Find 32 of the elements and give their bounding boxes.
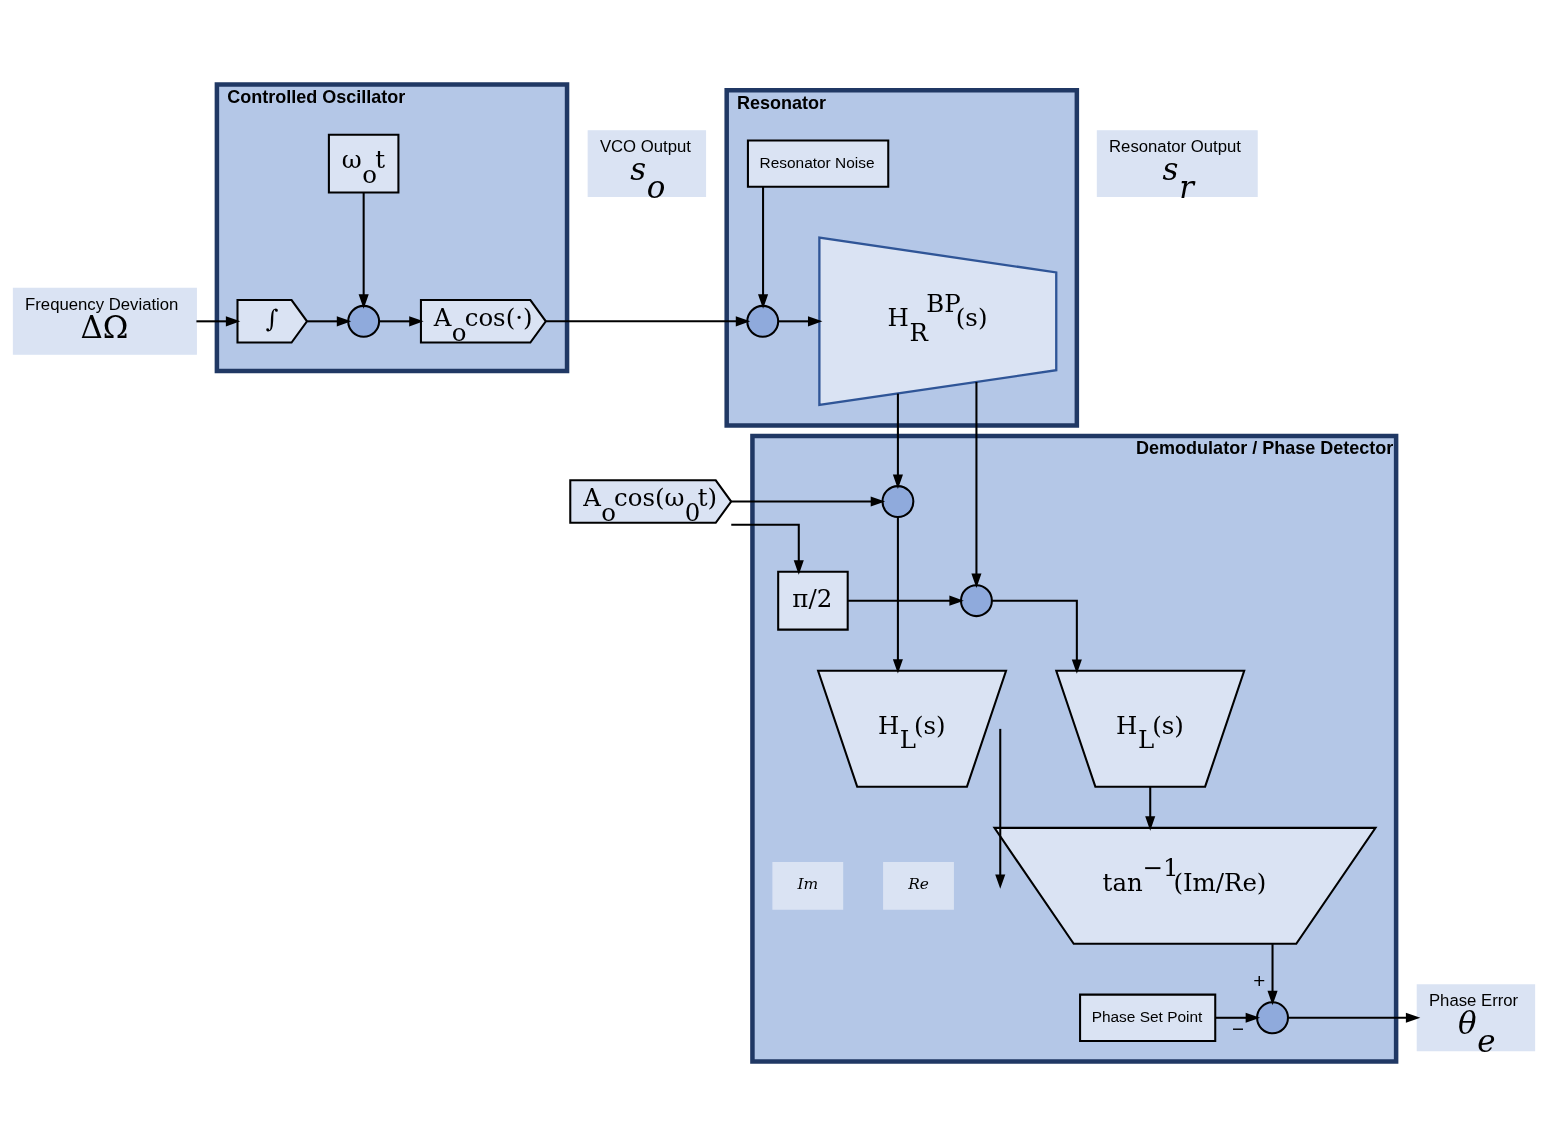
node-circle bbox=[881, 484, 915, 518]
edge-label: + bbox=[1253, 968, 1266, 992]
arrow bbox=[992, 599, 1082, 674]
node-circle bbox=[959, 583, 993, 617]
arrow bbox=[546, 315, 751, 326]
node-box: Resonator Noise bbox=[746, 138, 890, 188]
arrow bbox=[1145, 786, 1156, 831]
node-circle bbox=[347, 304, 381, 338]
arrow bbox=[971, 381, 982, 588]
arrow bbox=[995, 728, 1006, 889]
arrow bbox=[1215, 1012, 1261, 1023]
node-box: Frequency Deviation ΔΩ bbox=[12, 287, 197, 355]
node-box: π/2 bbox=[777, 570, 849, 631]
arrow bbox=[1288, 1012, 1421, 1023]
node-circle bbox=[746, 304, 780, 338]
arrow bbox=[379, 315, 424, 326]
arrow bbox=[731, 496, 886, 507]
arrow bbox=[196, 315, 241, 326]
arrow bbox=[848, 595, 964, 606]
arrow bbox=[892, 393, 903, 489]
arrow bbox=[758, 186, 769, 309]
arrow bbox=[731, 523, 804, 575]
edge-label: − bbox=[1231, 1016, 1244, 1040]
node-circle bbox=[1256, 1000, 1289, 1034]
arrow bbox=[778, 315, 823, 326]
arrow bbox=[1267, 943, 1278, 1005]
arrow bbox=[358, 192, 369, 309]
arrow bbox=[892, 516, 903, 674]
arrow bbox=[307, 315, 352, 326]
node-box: Im bbox=[772, 861, 844, 910]
node-box: Phase Set Point bbox=[1079, 993, 1217, 1042]
node-box: Re bbox=[883, 861, 954, 910]
